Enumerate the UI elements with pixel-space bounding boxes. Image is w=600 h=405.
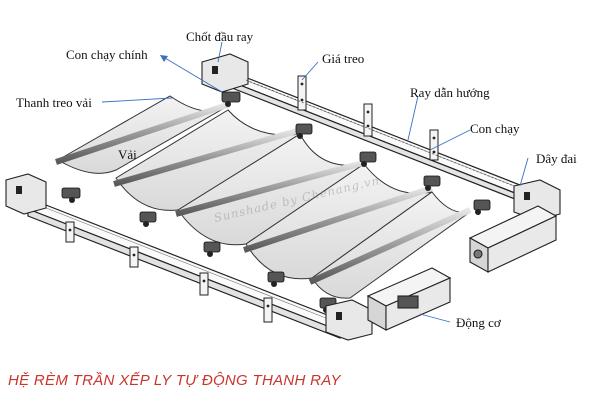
- belt-line: [245, 79, 515, 187]
- label-con-chay: Con chạy: [470, 121, 520, 136]
- rail-end-caps: [5, 53, 561, 341]
- label-con-chay-chinh: Con chạy chính: [66, 47, 148, 62]
- motor-front: [366, 267, 452, 331]
- diagram-caption: HỆ RÈM TRẦN XẾP LY TỰ ĐỘNG THANH RAY: [8, 372, 341, 389]
- label-day-dai: Dây đai: [536, 151, 577, 166]
- front-rail: [27, 197, 341, 339]
- runners: [61, 91, 491, 309]
- label-chot-dau-ray: Chốt đầu ray: [186, 29, 254, 44]
- label-dong-co: Động cơ: [456, 315, 501, 330]
- label-gia-treo: Giá treo: [322, 51, 365, 66]
- fabric-rods: [55, 101, 472, 285]
- motor-back: [468, 205, 558, 273]
- label-vai: Vải: [118, 147, 137, 162]
- label-thanh-treo-vai: Thanh treo vải: [16, 95, 92, 110]
- leader-lines: [101, 41, 529, 323]
- hanger-brackets: [65, 75, 439, 323]
- label-ray-dan-huong: Ray dẫn hướng: [410, 85, 490, 100]
